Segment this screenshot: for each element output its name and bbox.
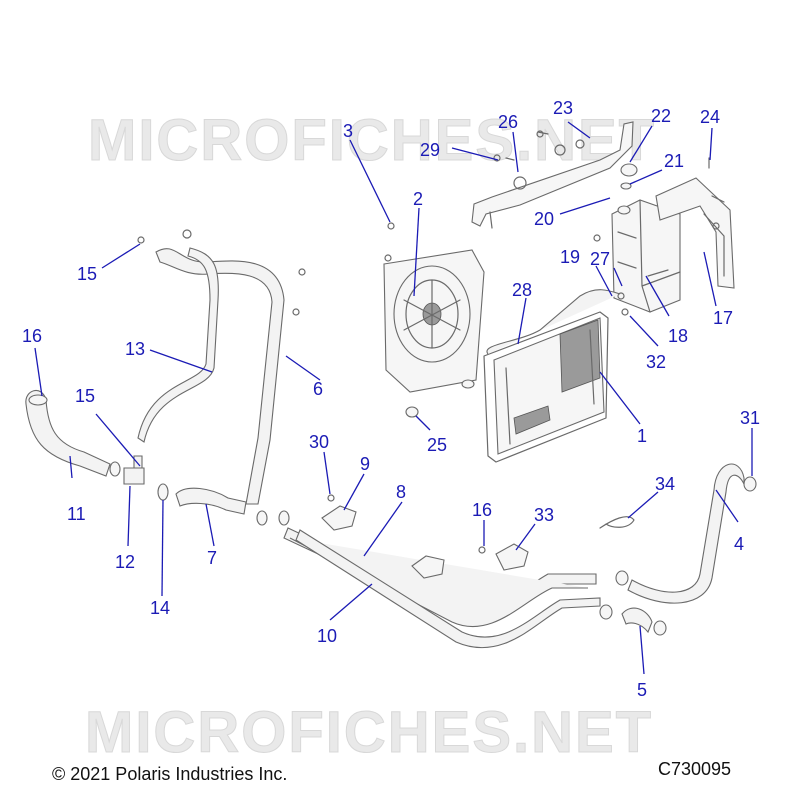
callout-25: 24 (700, 107, 720, 127)
callout-5: 5 (637, 680, 647, 700)
callout-20: 19 (560, 247, 580, 267)
callout-32: 31 (740, 408, 760, 428)
callout-labels: 3 2 29 26 23 22 24 21 20 17 19 27 28 18 … (22, 98, 760, 700)
tube-clip (321, 494, 357, 531)
reservoir-cap (620, 157, 710, 190)
callout-35: 34 (655, 474, 675, 494)
hose-4 (627, 463, 745, 604)
callout-17: 16 (22, 326, 42, 346)
watermark-top: MICROFICHES.NET (88, 108, 656, 173)
callout-33: 32 (646, 352, 666, 372)
callout-12: 12 (115, 552, 135, 572)
callout-1: 1 (637, 426, 647, 446)
fastener-16 (478, 546, 486, 554)
tube-clip-lower (411, 555, 445, 579)
callout-27: 26 (498, 112, 518, 132)
callout-11: 11 (67, 504, 86, 524)
callout-14: 14 (150, 598, 170, 618)
callout-28: 27 (590, 249, 610, 269)
callout-15b: 15 (75, 386, 95, 406)
coolant-reservoir (611, 199, 681, 313)
callout-29: 28 (512, 280, 532, 300)
clamp-11 (109, 461, 121, 477)
callout-18: 17 (713, 308, 733, 328)
callout-26: 25 (427, 435, 447, 455)
upper-hoses (137, 247, 285, 505)
fan-assembly (383, 249, 485, 418)
hose-5 (621, 607, 653, 634)
callout-15a: 15 (77, 264, 97, 284)
copyright-text: © 2021 Polaris Industries Inc. (52, 764, 287, 784)
watermark-bottom: MICROFICHES.NET (85, 700, 653, 765)
callout-4: 4 (734, 534, 744, 554)
tee-fitting (123, 455, 145, 485)
reservoir-bracket (655, 177, 735, 289)
callout-13: 13 (125, 339, 145, 359)
callout-24: 23 (553, 98, 573, 118)
callout-2: 2 (413, 189, 423, 209)
callout-3: 3 (343, 121, 353, 141)
radiator (483, 311, 609, 463)
callout-34: 33 (534, 505, 554, 525)
callout-19: 18 (668, 326, 688, 346)
fasteners (137, 130, 629, 316)
callout-8: 8 (396, 482, 406, 502)
callout-7: 7 (207, 548, 217, 568)
spring-clip (599, 516, 635, 529)
clamp-14 (157, 483, 169, 501)
callout-23: 22 (651, 106, 671, 126)
hose-11 (25, 389, 111, 477)
callout-30: 29 (420, 140, 440, 160)
overflow-tube (486, 289, 621, 355)
thermostat-housing (495, 543, 529, 571)
callout-31: 30 (309, 432, 329, 452)
callout-21: 20 (534, 209, 554, 229)
clamp-17 (28, 394, 48, 406)
hose-7 (175, 487, 247, 515)
callout-22: 21 (664, 151, 684, 171)
callout-16: 16 (472, 500, 492, 520)
callout-6: 6 (313, 379, 323, 399)
coolant-tubes (283, 527, 601, 649)
leader-lines (34, 121, 753, 675)
hose-clamps (256, 476, 757, 636)
callout-10: 10 (317, 626, 337, 646)
callout-9: 9 (360, 454, 370, 474)
diagram-code: C730095 (658, 759, 731, 779)
